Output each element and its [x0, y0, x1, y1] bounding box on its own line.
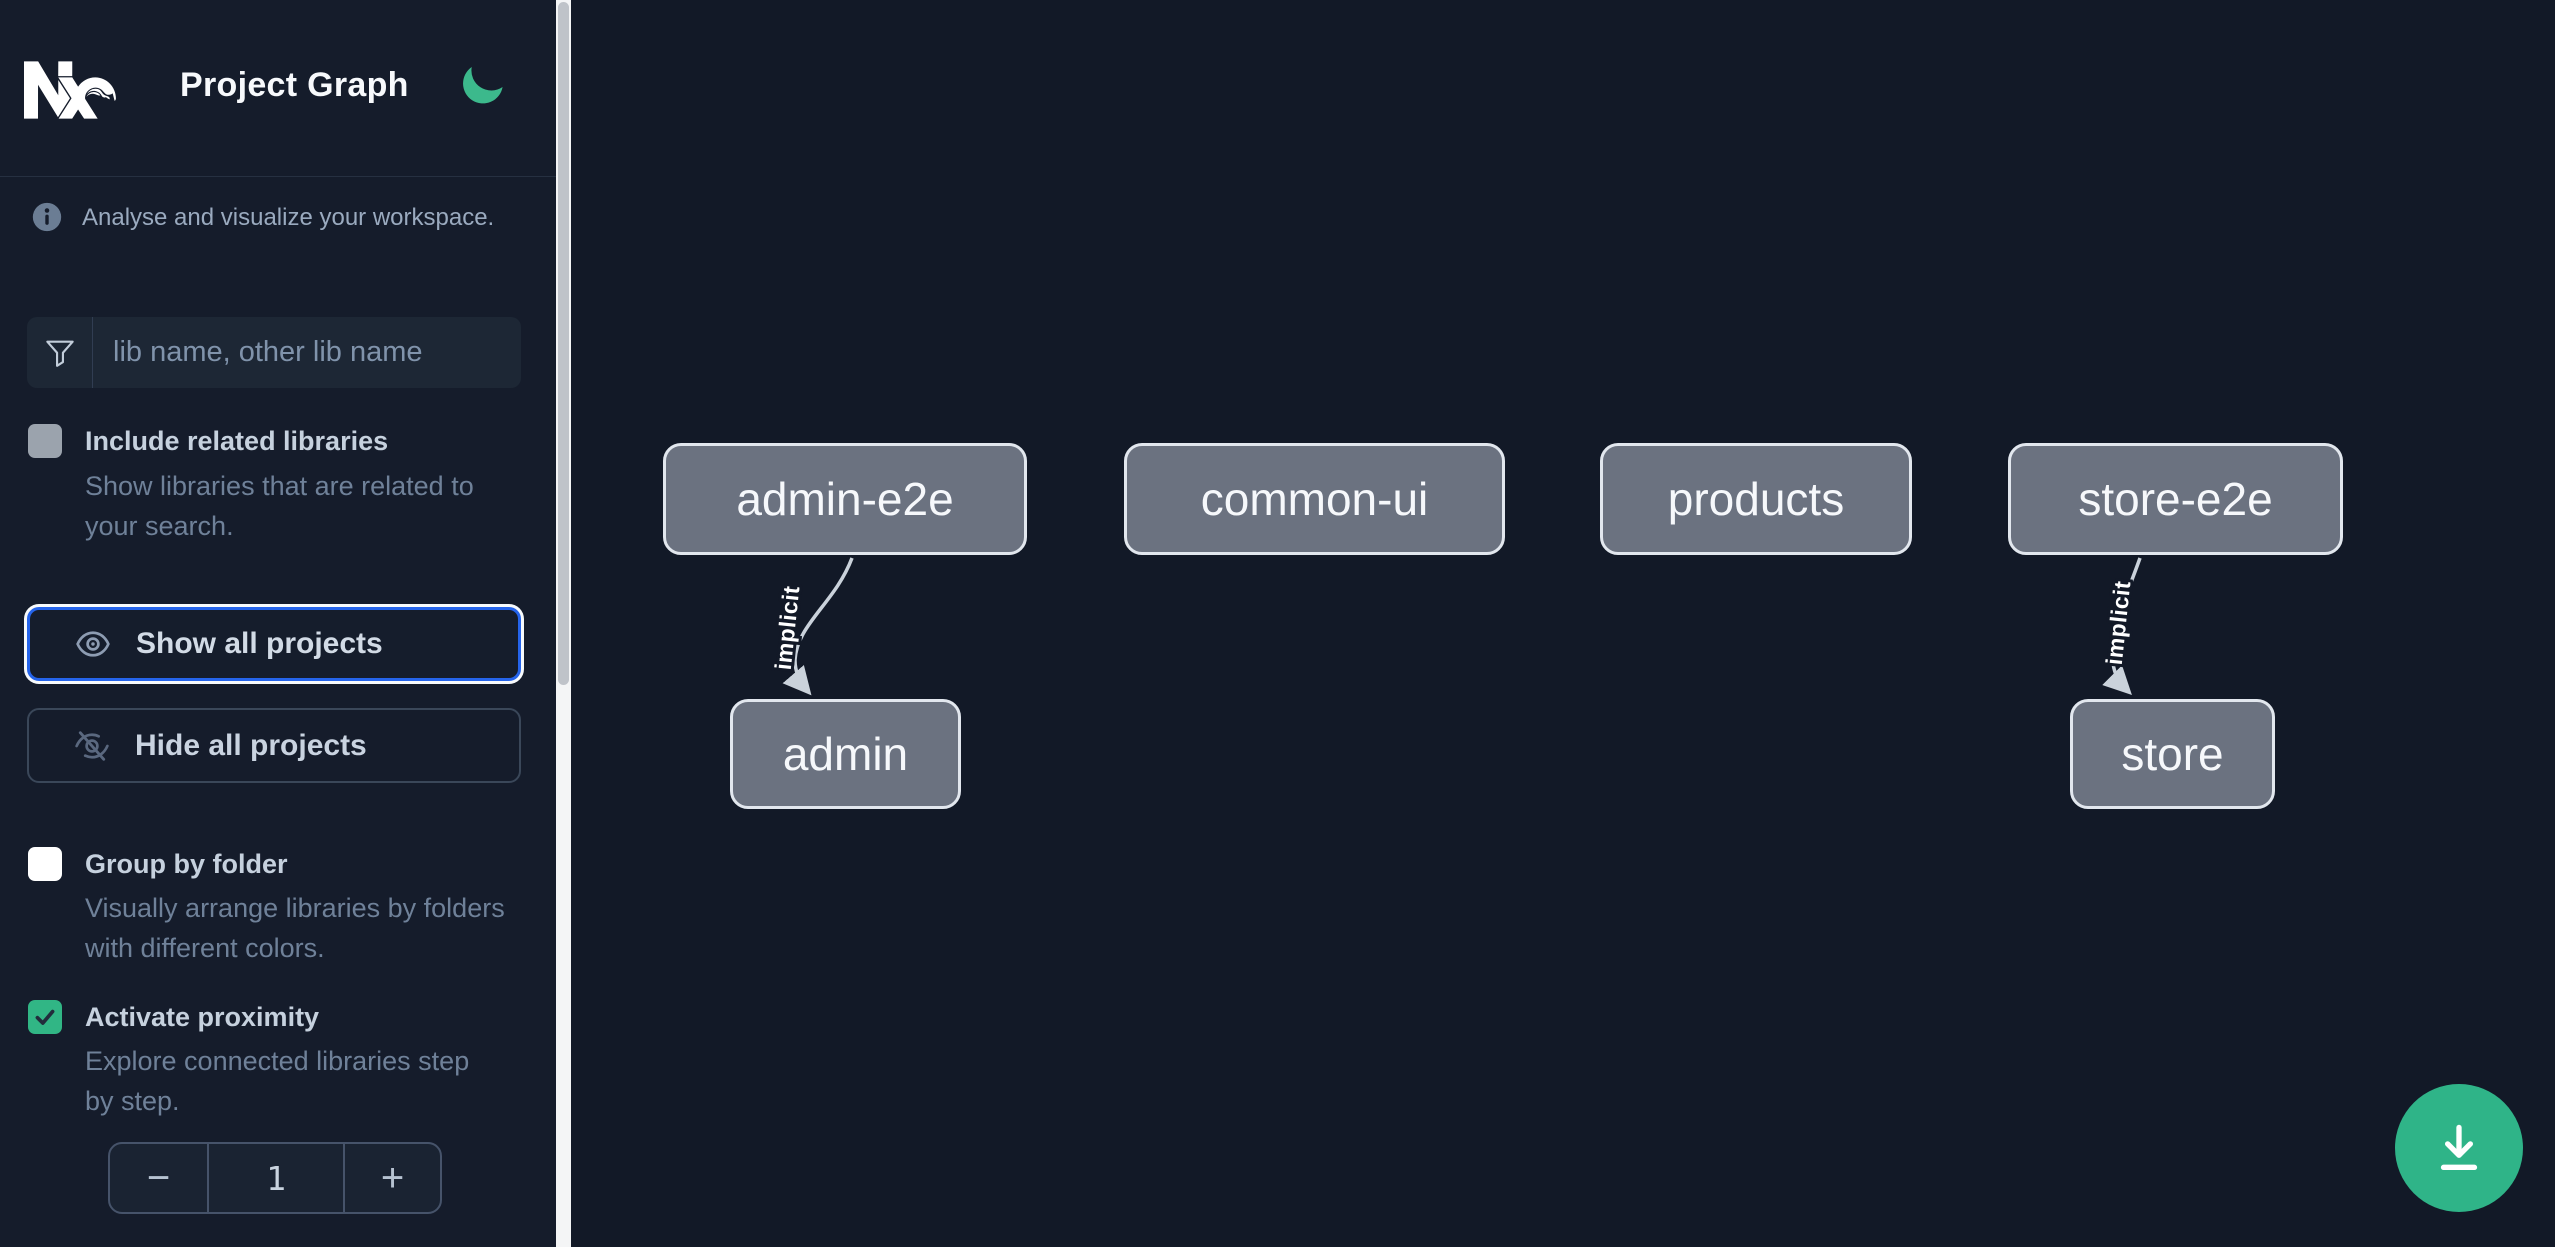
group-by-folder-description: Visually arrange libraries by folders wi…	[85, 893, 505, 963]
proximity-increment-button[interactable]: +	[343, 1144, 440, 1212]
graph-edges: implicit implicit	[767, 557, 2142, 696]
hide-all-projects-button[interactable]: Hide all projects	[27, 708, 521, 783]
group-by-folder-checkbox[interactable]	[28, 847, 62, 881]
download-graph-button[interactable]	[2395, 1084, 2523, 1212]
include-related-label: Include related libraries	[85, 426, 389, 456]
show-all-projects-button[interactable]: Show all projects	[27, 607, 521, 681]
graph-node-admin-e2e[interactable]: admin-e2e	[663, 443, 1027, 555]
edge-label-implicit: implicit	[2101, 579, 2136, 666]
intro-row: Analyse and visualize your workspace.	[30, 200, 494, 236]
group-by-folder-label: Group by folder	[85, 849, 288, 879]
node-label: store	[2121, 728, 2224, 780]
proximity-stepper: − 1 +	[108, 1142, 442, 1214]
graph-canvas[interactable]: implicit implicit admin-e2e common-ui pr…	[571, 0, 2555, 1247]
node-label: admin	[782, 728, 909, 780]
edge-label-implicit: implicit	[770, 584, 805, 671]
include-related-description: Show libraries that are related to your …	[85, 471, 474, 541]
activate-proximity-checkbox[interactable]	[28, 1000, 62, 1034]
sidebar-scrollbar-thumb[interactable]	[558, 2, 569, 685]
eye-icon	[76, 631, 110, 657]
eye-off-icon	[75, 730, 109, 761]
info-icon	[32, 202, 62, 232]
download-icon	[2440, 1124, 2478, 1170]
proximity-decrement-button[interactable]: −	[110, 1144, 209, 1212]
graph-node-store[interactable]: store	[2070, 699, 2275, 809]
page-title: Project Graph	[180, 66, 409, 104]
edge-admin-e2e-to-admin	[782, 557, 854, 696]
edge-store-e2e-to-store	[2102, 557, 2142, 695]
show-all-projects-label: Show all projects	[136, 627, 383, 660]
graph-node-store-e2e[interactable]: store-e2e	[2008, 443, 2343, 555]
node-label: store-e2e	[2078, 473, 2273, 525]
node-label: admin-e2e	[736, 473, 954, 525]
include-related-checkbox[interactable]	[28, 424, 62, 458]
sidebar: Project Graph Analyse and visualize your…	[0, 0, 556, 1247]
nx-logo	[24, 61, 116, 119]
intro-text: Analyse and visualize your workspace.	[82, 204, 495, 231]
filter-box	[27, 317, 521, 388]
theme-toggle-button[interactable]	[452, 56, 512, 116]
moon-icon	[463, 66, 503, 103]
funnel-icon	[45, 340, 74, 367]
graph-node-common-ui[interactable]: common-ui	[1124, 443, 1505, 555]
graph-node-products[interactable]: products	[1600, 443, 1912, 555]
activate-proximity-description: Explore connected libraries step by step…	[85, 1046, 470, 1116]
node-label: products	[1667, 473, 1845, 525]
filter-input[interactable]	[93, 317, 521, 388]
sidebar-scrollbar-track[interactable]	[556, 0, 571, 1247]
filter-icon-box	[27, 317, 93, 388]
node-label: common-ui	[1200, 473, 1429, 525]
graph-node-admin[interactable]: admin	[730, 699, 961, 809]
checkmark-icon	[35, 1009, 55, 1025]
activate-proximity-label: Activate proximity	[85, 1002, 320, 1032]
sidebar-header: Project Graph	[0, 0, 556, 177]
hide-all-projects-label: Hide all projects	[135, 728, 367, 762]
proximity-value[interactable]: 1	[266, 1158, 286, 1198]
